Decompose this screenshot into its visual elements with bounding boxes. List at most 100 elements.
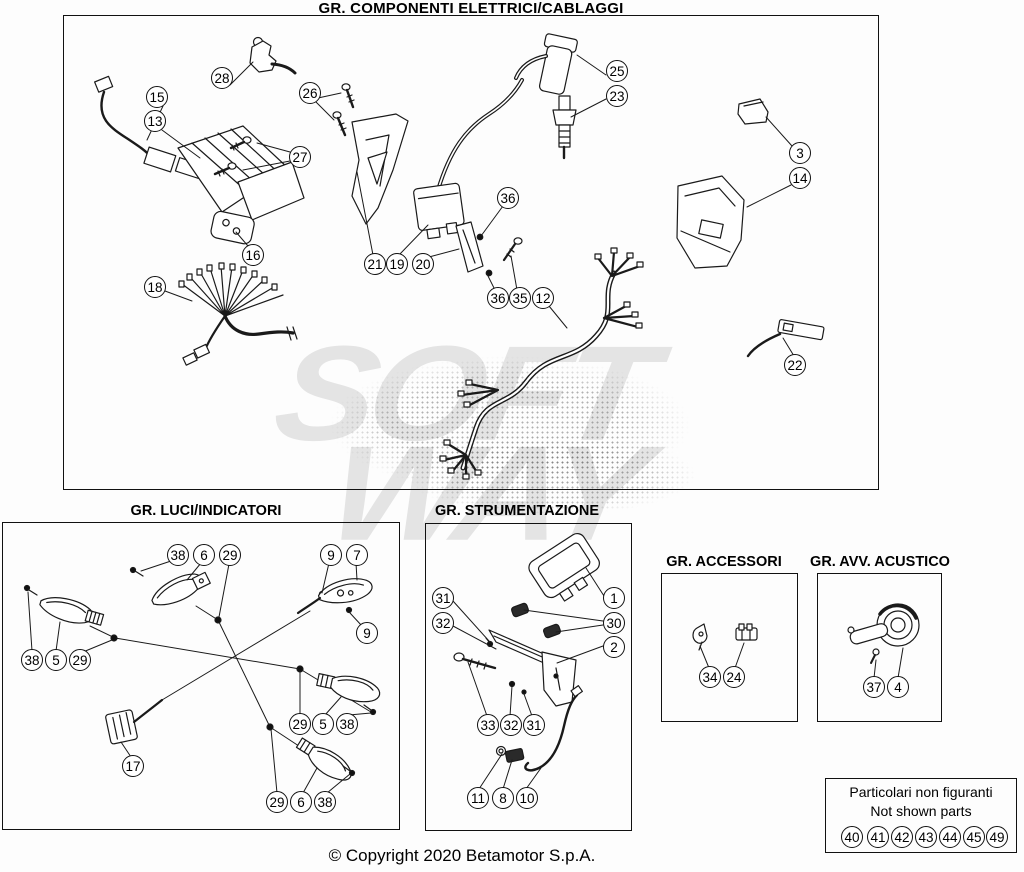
callout-25: 25: [606, 60, 628, 82]
callout-13: 13: [144, 110, 166, 132]
part-bolts-26: [332, 83, 355, 137]
callout-26: 26: [299, 82, 321, 104]
callout-8: 8: [492, 787, 514, 809]
part-ignition-coil-19: [413, 78, 524, 240]
callout-38: 38: [167, 544, 189, 566]
callout-29: 29: [289, 713, 311, 735]
callout-22: 22: [784, 354, 806, 376]
callout-30: 30: [603, 612, 625, 634]
callout-20: 20: [412, 253, 434, 275]
callout-38: 38: [336, 713, 358, 735]
callout-29: 29: [69, 649, 91, 671]
callout-19: 19: [386, 253, 408, 275]
part-speedometer-1: [528, 532, 600, 602]
luci-group-box: [2, 522, 400, 830]
part-screw-35: [502, 237, 523, 262]
not-shown-box: [825, 778, 1017, 853]
callout-15: 15: [146, 86, 168, 108]
callout-4: 4: [887, 676, 909, 698]
watermark-halftone-bottom: [380, 425, 720, 525]
main-group-title: GR. COMPONENTI ELETTRICI/CABLAGGI: [318, 0, 624, 17]
callout-12: 12: [532, 287, 554, 309]
not-shown-line2: Not shown parts: [870, 803, 972, 819]
accessori-leader-lines: [699, 642, 745, 669]
callout-3: 3: [789, 142, 811, 164]
part-connector-17: [105, 698, 164, 745]
strumentazione-group-title: GR. STRUMENTAZIONE: [434, 503, 600, 519]
strumentazione-group-box: [425, 523, 632, 831]
part-harness-18: [178, 262, 298, 366]
callout-6: 6: [290, 791, 312, 813]
avv-leader-lines: [873, 647, 904, 679]
part-screws-31-32-33: [453, 637, 527, 695]
avv-acustico-group-box: [817, 573, 942, 722]
callout-42: 42: [891, 826, 913, 848]
callout-10: 10: [516, 787, 538, 809]
callout-34: 34: [699, 666, 721, 688]
part-indicator-front-right: [129, 566, 211, 606]
callout-36: 36: [487, 287, 509, 309]
callout-37: 37: [863, 676, 885, 698]
part-cap-3: [737, 98, 769, 125]
avv-acustico-group-title: GR. AVV. ACUSTICO: [810, 554, 950, 570]
part-spark-plug-cap-25: [514, 33, 578, 95]
callout-29: 29: [219, 544, 241, 566]
callout-45: 45: [963, 826, 985, 848]
callout-31: 31: [523, 714, 545, 736]
callout-6: 6: [193, 544, 215, 566]
callout-29: 29: [266, 791, 288, 813]
part-horn-4: [847, 603, 920, 664]
callout-28: 28: [211, 67, 233, 89]
callout-9: 9: [356, 622, 378, 644]
part-clip-34: [692, 623, 708, 651]
part-main-harness-12: [439, 247, 644, 480]
main-group-box: [63, 15, 879, 490]
part-clip-24: [735, 623, 758, 641]
part-sensor-cable-10: [495, 685, 583, 772]
part-cable-15: [94, 75, 204, 179]
callout-17: 17: [122, 755, 144, 777]
part-grommets-30: [511, 602, 561, 639]
callout-5: 5: [312, 713, 334, 735]
part-spark-plug-23: [552, 95, 577, 160]
part-bracket-2: [488, 629, 577, 707]
callout-33: 33: [477, 714, 499, 736]
callout-41: 41: [867, 826, 889, 848]
callout-24: 24: [723, 666, 745, 688]
callout-16: 16: [242, 244, 264, 266]
callout-14: 14: [789, 167, 811, 189]
main-leader-lines: [146, 54, 795, 357]
callout-5: 5: [45, 649, 67, 671]
callout-18: 18: [144, 276, 166, 298]
part-plate-light-22: [746, 319, 825, 358]
callout-11: 11: [467, 787, 489, 809]
part-indicator-front-left: [23, 584, 105, 626]
strum-leader-lines: [452, 567, 605, 790]
callout-32: 32: [500, 714, 522, 736]
callout-1: 1: [603, 587, 625, 609]
callout-2: 2: [603, 636, 625, 658]
luci-nuts-29: [110, 616, 304, 731]
callout-27: 27: [289, 146, 311, 168]
luci-leader-lines: [27, 560, 372, 794]
part-kill-switch-28: [249, 36, 297, 75]
callout-36: 36: [497, 187, 519, 209]
callout-21: 21: [364, 253, 386, 275]
part-indicator-mid-right: [316, 673, 381, 716]
accessori-group-title: GR. ACCESSORI: [666, 554, 782, 570]
callout-43: 43: [915, 826, 937, 848]
callout-7: 7: [346, 544, 368, 566]
callout-49: 49: [986, 826, 1008, 848]
callout-40: 40: [841, 826, 863, 848]
part-indicator-rear-bottom: [295, 737, 356, 781]
watermark-halftone-top: [300, 340, 720, 510]
copyright-notice: © Copyright 2020 Betamotor S.p.A.: [328, 846, 596, 865]
part-switch-16: [210, 210, 255, 245]
callout-38: 38: [21, 649, 43, 671]
part-connector-14: [676, 175, 745, 269]
callout-44: 44: [939, 826, 961, 848]
accessori-group-box: [661, 573, 798, 722]
callout-9: 9: [320, 544, 342, 566]
